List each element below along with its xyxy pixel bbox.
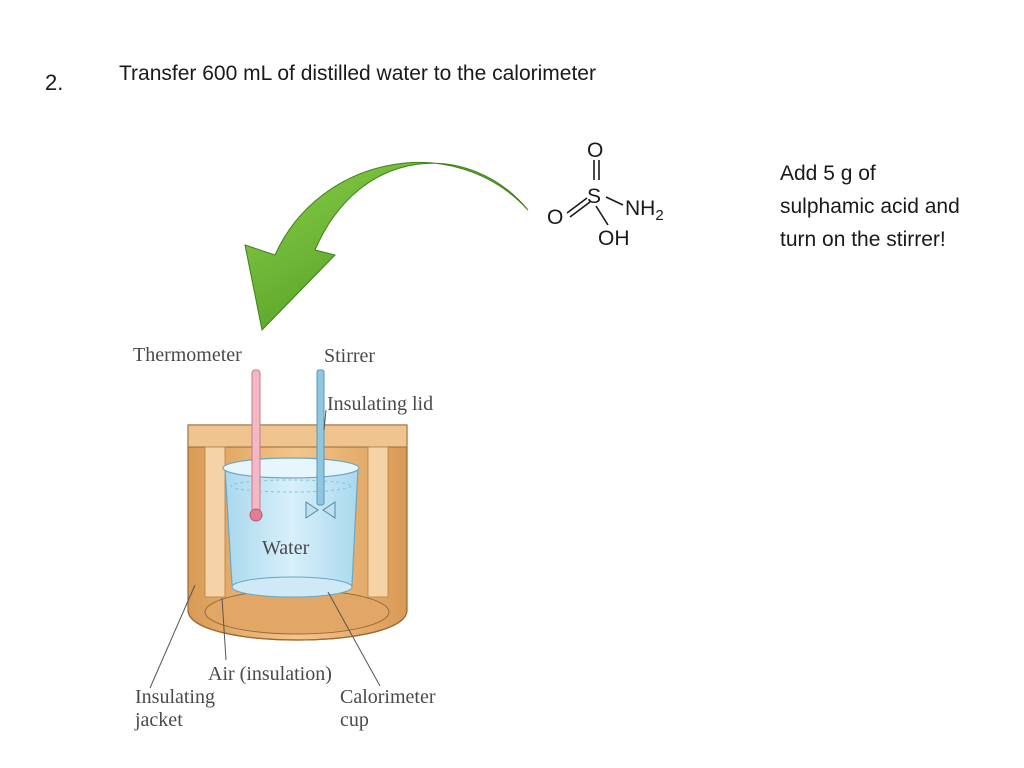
leader-lines: [149, 409, 381, 689]
label-insulating-lid: Insulating lid: [327, 393, 433, 415]
atom-amine: NH2: [625, 197, 664, 224]
label-jacket-line2: jacket: [134, 709, 183, 731]
calorimeter-cup: [224, 467, 359, 596]
atom-top-oxygen: O: [587, 139, 603, 162]
atom-sulfur: S: [587, 185, 601, 208]
sulphamic-acid-structure: O S O NH2 OH: [547, 139, 664, 250]
instruction-text: Transfer 600 mL of distilled water to th…: [119, 62, 596, 85]
calorimeter: [187, 369, 408, 641]
thermometer: [251, 369, 261, 513]
side-note: Add 5 g of sulphamic acid and turn on th…: [780, 157, 1010, 256]
amine-subscript: 2: [655, 207, 663, 224]
insulating-lid: [187, 424, 408, 448]
amine-nh: NH: [625, 197, 655, 220]
stirrer: [316, 369, 325, 506]
label-air: Air (insulation): [208, 663, 332, 685]
curved-arrow: [244, 162, 529, 332]
side-note-line-1: Add 5 g of: [780, 162, 876, 185]
label-cup-line2: cup: [340, 709, 369, 731]
label-water: Water: [262, 537, 310, 559]
step-number: 2.: [45, 70, 64, 95]
atom-hydroxyl: OH: [598, 227, 630, 250]
atom-left-oxygen: O: [547, 206, 563, 229]
side-note-line-2: sulphamic acid and: [780, 195, 960, 218]
label-stirrer: Stirrer: [324, 345, 375, 367]
label-thermometer: Thermometer: [133, 344, 242, 366]
side-note-line-3: turn on the stirrer!: [780, 228, 946, 251]
label-jacket-line1: Insulating: [135, 686, 215, 708]
label-cup-line1: Calorimeter: [340, 686, 436, 708]
